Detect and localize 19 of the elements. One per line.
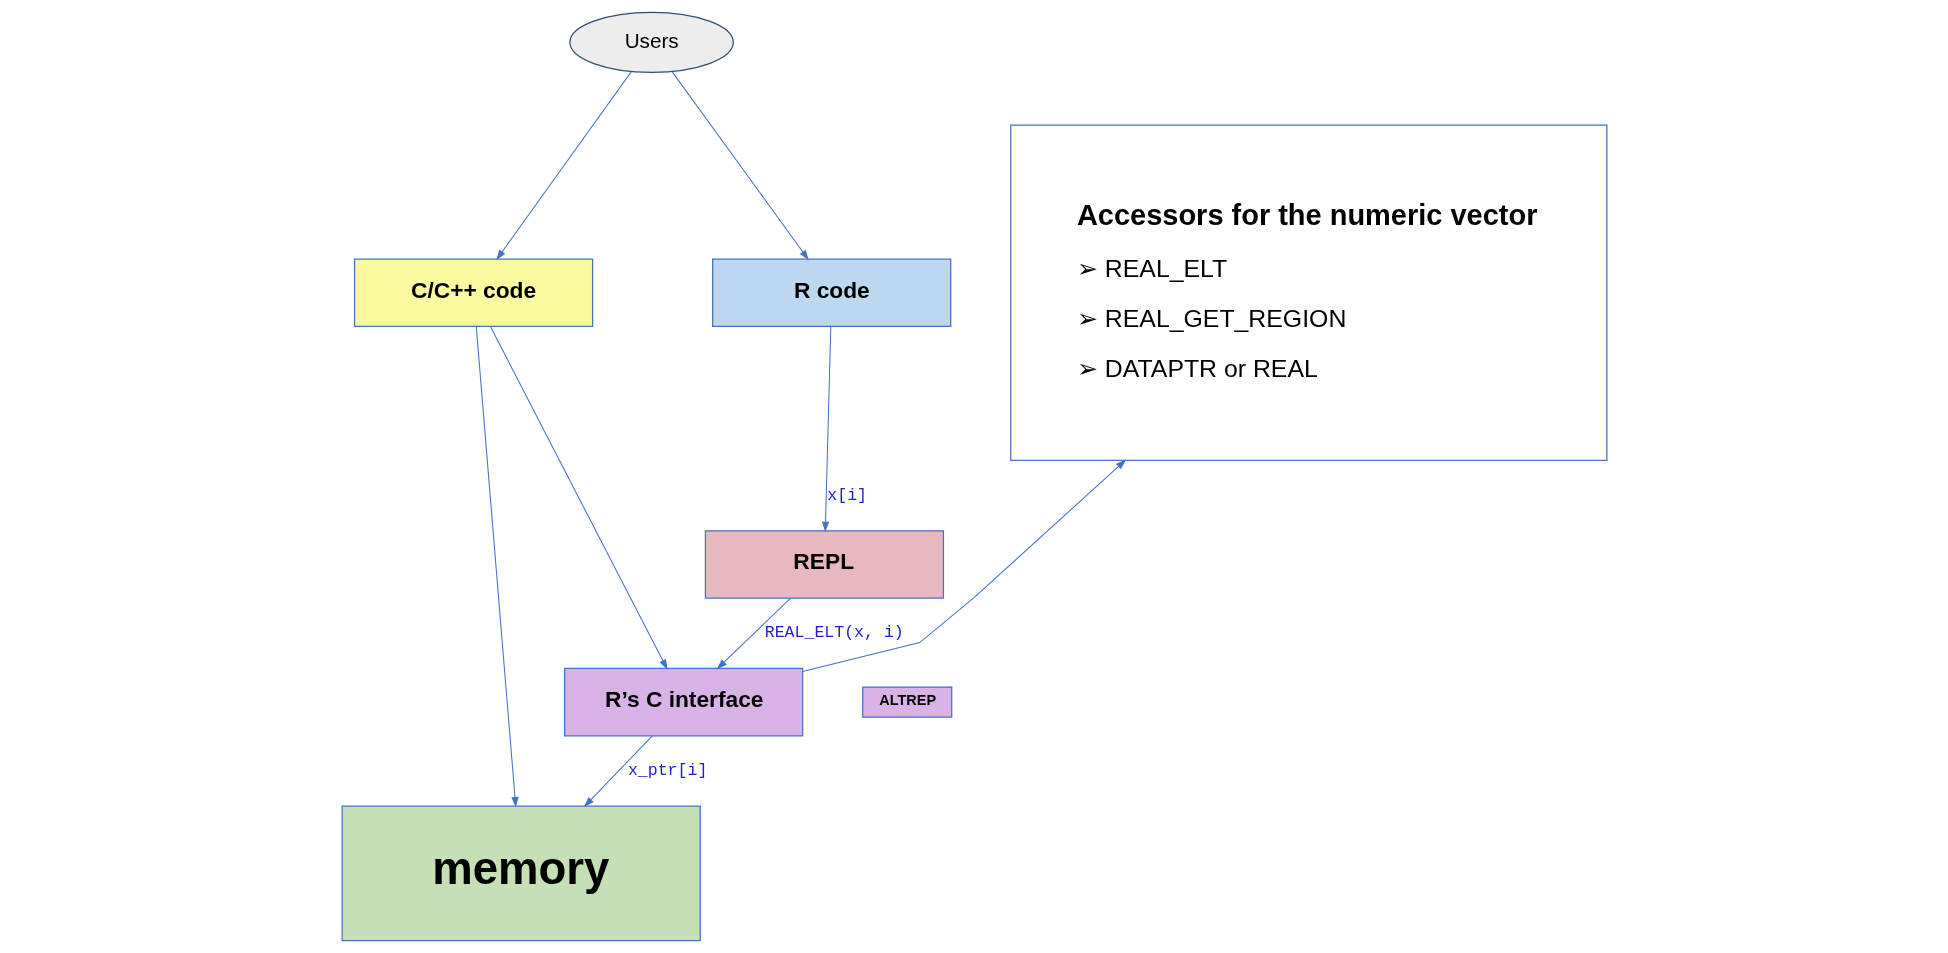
arrow [671, 71, 809, 261]
arrow [716, 597, 791, 670]
node-box: memory [341, 805, 701, 942]
node-ellipse: Users [568, 11, 734, 73]
node-box: R code [711, 258, 951, 328]
node-box: ALTREP [861, 686, 952, 718]
arrow [821, 326, 831, 532]
node-box: R’s C interface [563, 667, 803, 737]
node-box: REPL [704, 530, 944, 599]
arrow [475, 326, 519, 808]
node-box: Accessors for the numeric vector ➢ REAL_ELT ➢ REAL_GET_REGION ➢ DATAPTR or REAL [1009, 124, 1607, 462]
arrow [495, 71, 632, 261]
arrow [801, 459, 1126, 673]
node-box: C/C++ code [353, 258, 593, 328]
arrow [489, 325, 667, 670]
edge-label: x[i] [826, 485, 867, 505]
arrow [583, 735, 653, 807]
edge-label: REAL_ELT(x, i) [764, 623, 904, 643]
edge-label: x_ptr[i] [627, 760, 707, 780]
